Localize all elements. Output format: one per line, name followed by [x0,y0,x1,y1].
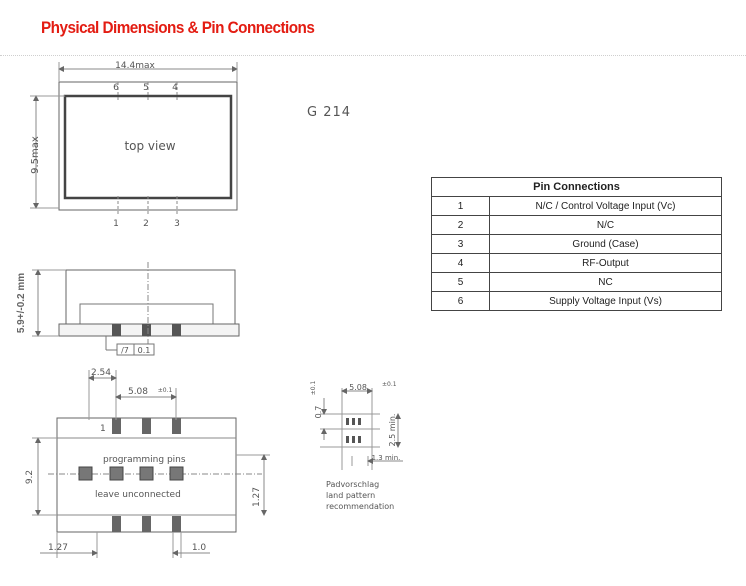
land-side-dim: 2.5 min. [388,414,397,447]
land-caption-rec: recommendation [326,502,394,511]
pin-description: N/C / Control Voltage Input (Vc) [489,196,722,216]
land-pattern: 5.08 ±0.1 0.7 ±0.1 2.5 min. 1.3 min. Pad… [310,381,403,511]
footprint-height-dim: 9.2 [25,470,35,484]
top-view-label: top view [124,139,175,153]
pin-number: 1 [431,196,490,216]
pin-description: RF-Output [489,253,722,273]
table-header: Pin Connections [431,177,722,197]
pin-number: 6 [431,291,490,311]
page-title: Physical Dimensions & Pin Connections [41,18,315,37]
pin-number: 2 [431,215,490,235]
leave-unconnected-label: leave unconnected [95,490,181,500]
top-pin-4: 4 [172,83,178,93]
pitch-tolerance: ±0.1 [158,387,173,394]
top-view: 14.4max 9.5max top view 6 5 4 1 2 3 [30,61,238,229]
top-pin-6: 6 [113,83,119,93]
land-vertical-tolerance: ±0.1 [310,381,317,396]
footprint-view: 1 programming pins leave unconnected 2.5… [25,368,270,558]
pitch-dim: 5.08 [128,387,148,397]
right-dim: 1.27 [252,487,262,507]
top-height-dim: 9.5max [30,136,41,174]
dotted-divider [0,55,746,60]
bottom-left-dim: 1.27 [48,543,68,553]
land-caption-en: land pattern [326,491,375,500]
pin-description: Ground (Case) [489,234,722,254]
model-label: G 214 [307,105,352,120]
pin-description: N/C [489,215,722,235]
pin-number: 5 [431,272,490,292]
bottom-pin-2: 2 [143,219,149,229]
bottom-pin-1: 1 [113,219,119,229]
pin-number: 3 [431,234,490,254]
land-pitch-dim: 5.08 [349,383,367,392]
land-vertical-dim: 0.7 [314,406,323,419]
bottom-pin-3: 3 [174,219,180,229]
pin-description: NC [489,272,722,292]
land-caption-de: Padvorschlag [326,480,379,489]
table-header-row: Pin Connections [431,177,722,197]
pin-number: 4 [431,253,490,273]
side-height-dim: 5.9+/-0.2 mm [16,273,27,333]
top-pin-5: 5 [143,83,149,93]
side-view: 5.9+/-0.2 mm /7 0.1 [16,262,240,356]
tolerance-value: 0.1 [138,346,151,355]
pitch-left-dim: 2.54 [91,368,111,378]
bottom-right-dim: 1.0 [192,543,207,553]
programming-pins-label: programming pins [103,455,186,465]
land-pitch-tolerance: ±0.1 [382,381,397,388]
tolerance-symbol: /7 [121,346,129,355]
pin-description: Supply Voltage Input (Vs) [489,291,722,311]
pin1-marker: 1 [100,424,106,434]
top-width-dim: 14.4max [115,61,155,71]
land-bottom-dim: 1.3 min. [372,454,401,462]
